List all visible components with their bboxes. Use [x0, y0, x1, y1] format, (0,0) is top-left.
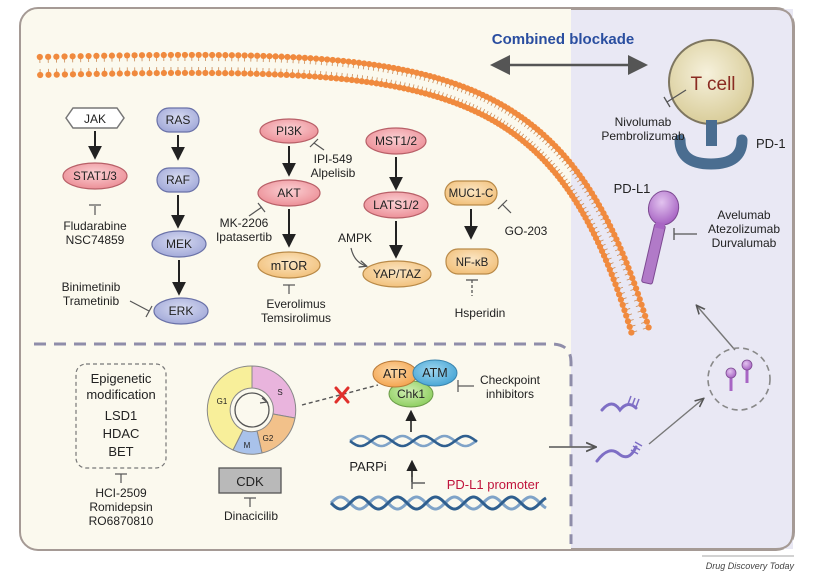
nfkb-node: NF-κB	[445, 248, 499, 275]
ro6870810-label: RO6870810	[89, 514, 154, 528]
parpi-label: PARPi	[349, 459, 386, 474]
trafficking-arrow	[697, 306, 736, 351]
svg-text:STAT1/3: STAT1/3	[73, 171, 117, 183]
hci2509-label: HCI-2509	[95, 486, 147, 500]
mrna-strand-2	[595, 441, 643, 463]
akt-node: AKT	[257, 179, 321, 207]
romidepsin-label: Romidepsin	[89, 500, 152, 514]
pd1-inhibition-bar	[663, 96, 671, 108]
svg-text:NF-κB: NF-κB	[456, 257, 489, 269]
nsc74859-label: NSC74859	[66, 233, 125, 247]
stat13-node: STAT1/3	[62, 162, 128, 190]
atm-node: ATM	[412, 359, 458, 387]
pd1-inhibition	[666, 89, 687, 103]
ras-node: RAS	[156, 107, 200, 133]
durvalumab-label: Durvalumab	[712, 236, 777, 250]
phase-g1-label: G1	[217, 397, 228, 406]
nivolumab-label: Nivolumab	[615, 115, 672, 129]
mtor-node: mTOR	[257, 251, 321, 279]
svg-text:PI3K: PI3K	[276, 124, 302, 138]
muc1c-node: MUC1-C	[444, 180, 498, 206]
phase-g2-label: G2	[263, 434, 274, 443]
mst12-node: MST1/2	[365, 127, 427, 155]
epigenetic-box	[75, 363, 167, 469]
jak-node: JAK	[65, 107, 125, 129]
alpelisib-label: Alpelisib	[311, 166, 356, 180]
svg-text:RAF: RAF	[166, 173, 190, 187]
pd1-label: PD-1	[756, 136, 786, 151]
svg-text:MST1/2: MST1/2	[375, 134, 417, 148]
svg-text:ATR: ATR	[383, 367, 407, 381]
ampk-label: AMPK	[338, 231, 372, 245]
cycle-checkpoint-link	[301, 384, 379, 406]
epigenetic-title-1: Epigenetic	[91, 371, 152, 386]
fludarabine-label: Fludarabine	[63, 219, 127, 233]
combined-blockade-label: Combined blockade	[492, 31, 635, 48]
trametinib-label: Trametinib	[63, 294, 120, 308]
svg-text:Chk1: Chk1	[397, 387, 425, 401]
svg-text:MEK: MEK	[166, 237, 192, 251]
ipatasertib-label: Ipatasertib	[216, 230, 272, 244]
svg-text:YAP/TAZ: YAP/TAZ	[373, 267, 421, 281]
go203-label: GO-203	[505, 224, 548, 238]
binimetinib-label: Binimetinib	[62, 280, 121, 294]
pdl1-promoter-label: PD-L1 promoter	[447, 477, 540, 492]
hdac-label: HDAC	[103, 426, 140, 441]
svg-text:MUC1-C: MUC1-C	[449, 188, 494, 200]
svg-text:ATM: ATM	[422, 366, 447, 380]
svg-text:LATS1/2: LATS1/2	[373, 198, 419, 212]
pdl1-label: PD-L1	[614, 181, 651, 196]
pdl1-protein	[641, 190, 680, 285]
svg-text:JAK: JAK	[84, 112, 106, 126]
phase-m-label: M	[244, 441, 251, 450]
svg-text:mTOR: mTOR	[271, 259, 308, 273]
pdl1-vesicle	[707, 347, 771, 411]
mrna-strand-1	[600, 395, 640, 413]
hsperidin-label: Hsperidin	[455, 306, 506, 320]
everolimus-label: Everolimus	[266, 297, 325, 311]
checkpoint-inhibitors-label-1: Checkpoint	[480, 373, 541, 387]
translation-arrow	[648, 399, 703, 445]
temsirolimus-label: Temsirolimus	[261, 311, 331, 325]
svg-text:AKT: AKT	[277, 186, 301, 200]
t-cell-label: T cell	[690, 74, 735, 95]
mk2206-label: MK-2206	[220, 216, 269, 230]
cell-membrane	[36, 51, 652, 336]
cdk-node: CDK	[218, 467, 282, 494]
svg-text:RAS: RAS	[166, 113, 191, 127]
svg-text:CDK: CDK	[236, 474, 264, 489]
ipi549-label: IPI-549	[314, 152, 353, 166]
atr-node: ATR	[372, 360, 418, 388]
lats12-node: LATS1/2	[363, 191, 429, 219]
avelumab-label: Avelumab	[717, 208, 770, 222]
raf-node: RAF	[156, 167, 200, 193]
erk-node: ERK	[153, 297, 209, 325]
svg-text:ERK: ERK	[169, 304, 194, 318]
atezolizumab-label: Atezolizumab	[708, 222, 780, 236]
lsd1-label: LSD1	[105, 408, 138, 423]
cell-border-right	[571, 8, 794, 550]
pembrolizumab-label: Pembrolizumab	[601, 129, 685, 143]
epigenetic-title-2: modification	[86, 387, 155, 402]
cell-cycle-ring	[206, 365, 297, 455]
nucleus-boundary	[34, 342, 573, 544]
journal-label: Drug Discovery Today	[706, 561, 795, 571]
dinacicilib-label: Dinacicilib	[224, 509, 278, 523]
phase-s-label: S	[277, 388, 282, 397]
bet-label: BET	[108, 444, 133, 459]
blocked-x-icon	[334, 386, 350, 404]
t-cell: T cell	[668, 39, 754, 125]
dna-strand-small	[349, 434, 478, 448]
mek-node: MEK	[151, 230, 207, 258]
checkpoint-inhibitors-label-2: inhibitors	[486, 387, 534, 401]
pd1-receptor	[674, 120, 748, 170]
dna-strand-large	[329, 495, 547, 511]
pi3k-node: PI3K	[259, 118, 319, 144]
yap-taz-node: YAP/TAZ	[362, 260, 432, 288]
